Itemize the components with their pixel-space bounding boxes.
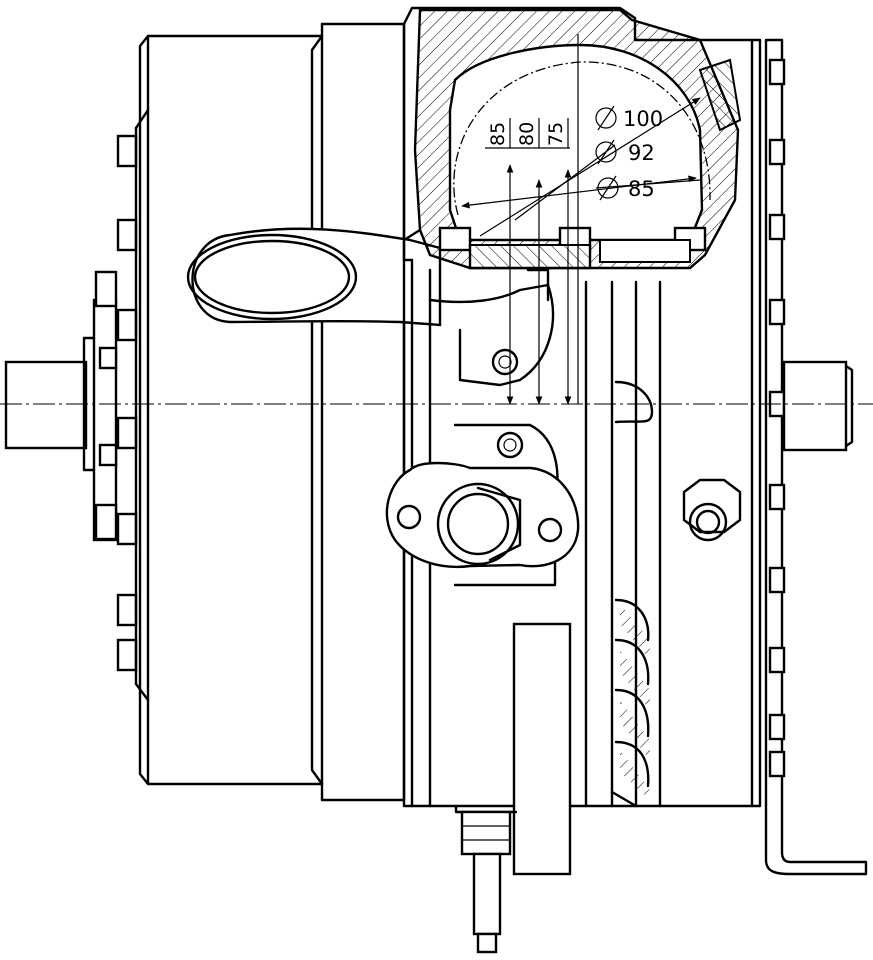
right-shaft	[782, 360, 854, 452]
exhaust-flange	[385, 423, 580, 587]
dimension-diameter-100: 100	[595, 105, 663, 131]
dimension-height-80: 80	[516, 122, 538, 146]
drain-plug	[682, 478, 742, 542]
dimension-diameter-85: 85	[597, 175, 655, 201]
dimension-label-diameter-92: 92	[628, 141, 655, 165]
cylinder-head-section	[402, 8, 742, 270]
dimension-label-diameter-100: 100	[623, 107, 663, 131]
flywheel-housing	[138, 22, 406, 802]
crankcase-ribs	[614, 380, 654, 800]
dimension-labels: 100 92 85 85 80 75	[487, 105, 663, 201]
lower-bracket	[454, 622, 572, 876]
spark-plug	[460, 810, 512, 954]
intake-pipe	[186, 227, 442, 327]
dimension-height-85: 85	[487, 122, 509, 146]
left-shaft	[4, 360, 88, 450]
upper-port	[428, 268, 555, 387]
flywheel-bolt-column	[116, 108, 150, 702]
dimension-diameter-92: 92	[595, 139, 655, 165]
dimension-label-diameter-85: 85	[628, 177, 655, 201]
dimension-height-75: 75	[545, 122, 567, 146]
right-bolt-column	[750, 38, 868, 876]
flywheel-hub	[82, 270, 118, 542]
